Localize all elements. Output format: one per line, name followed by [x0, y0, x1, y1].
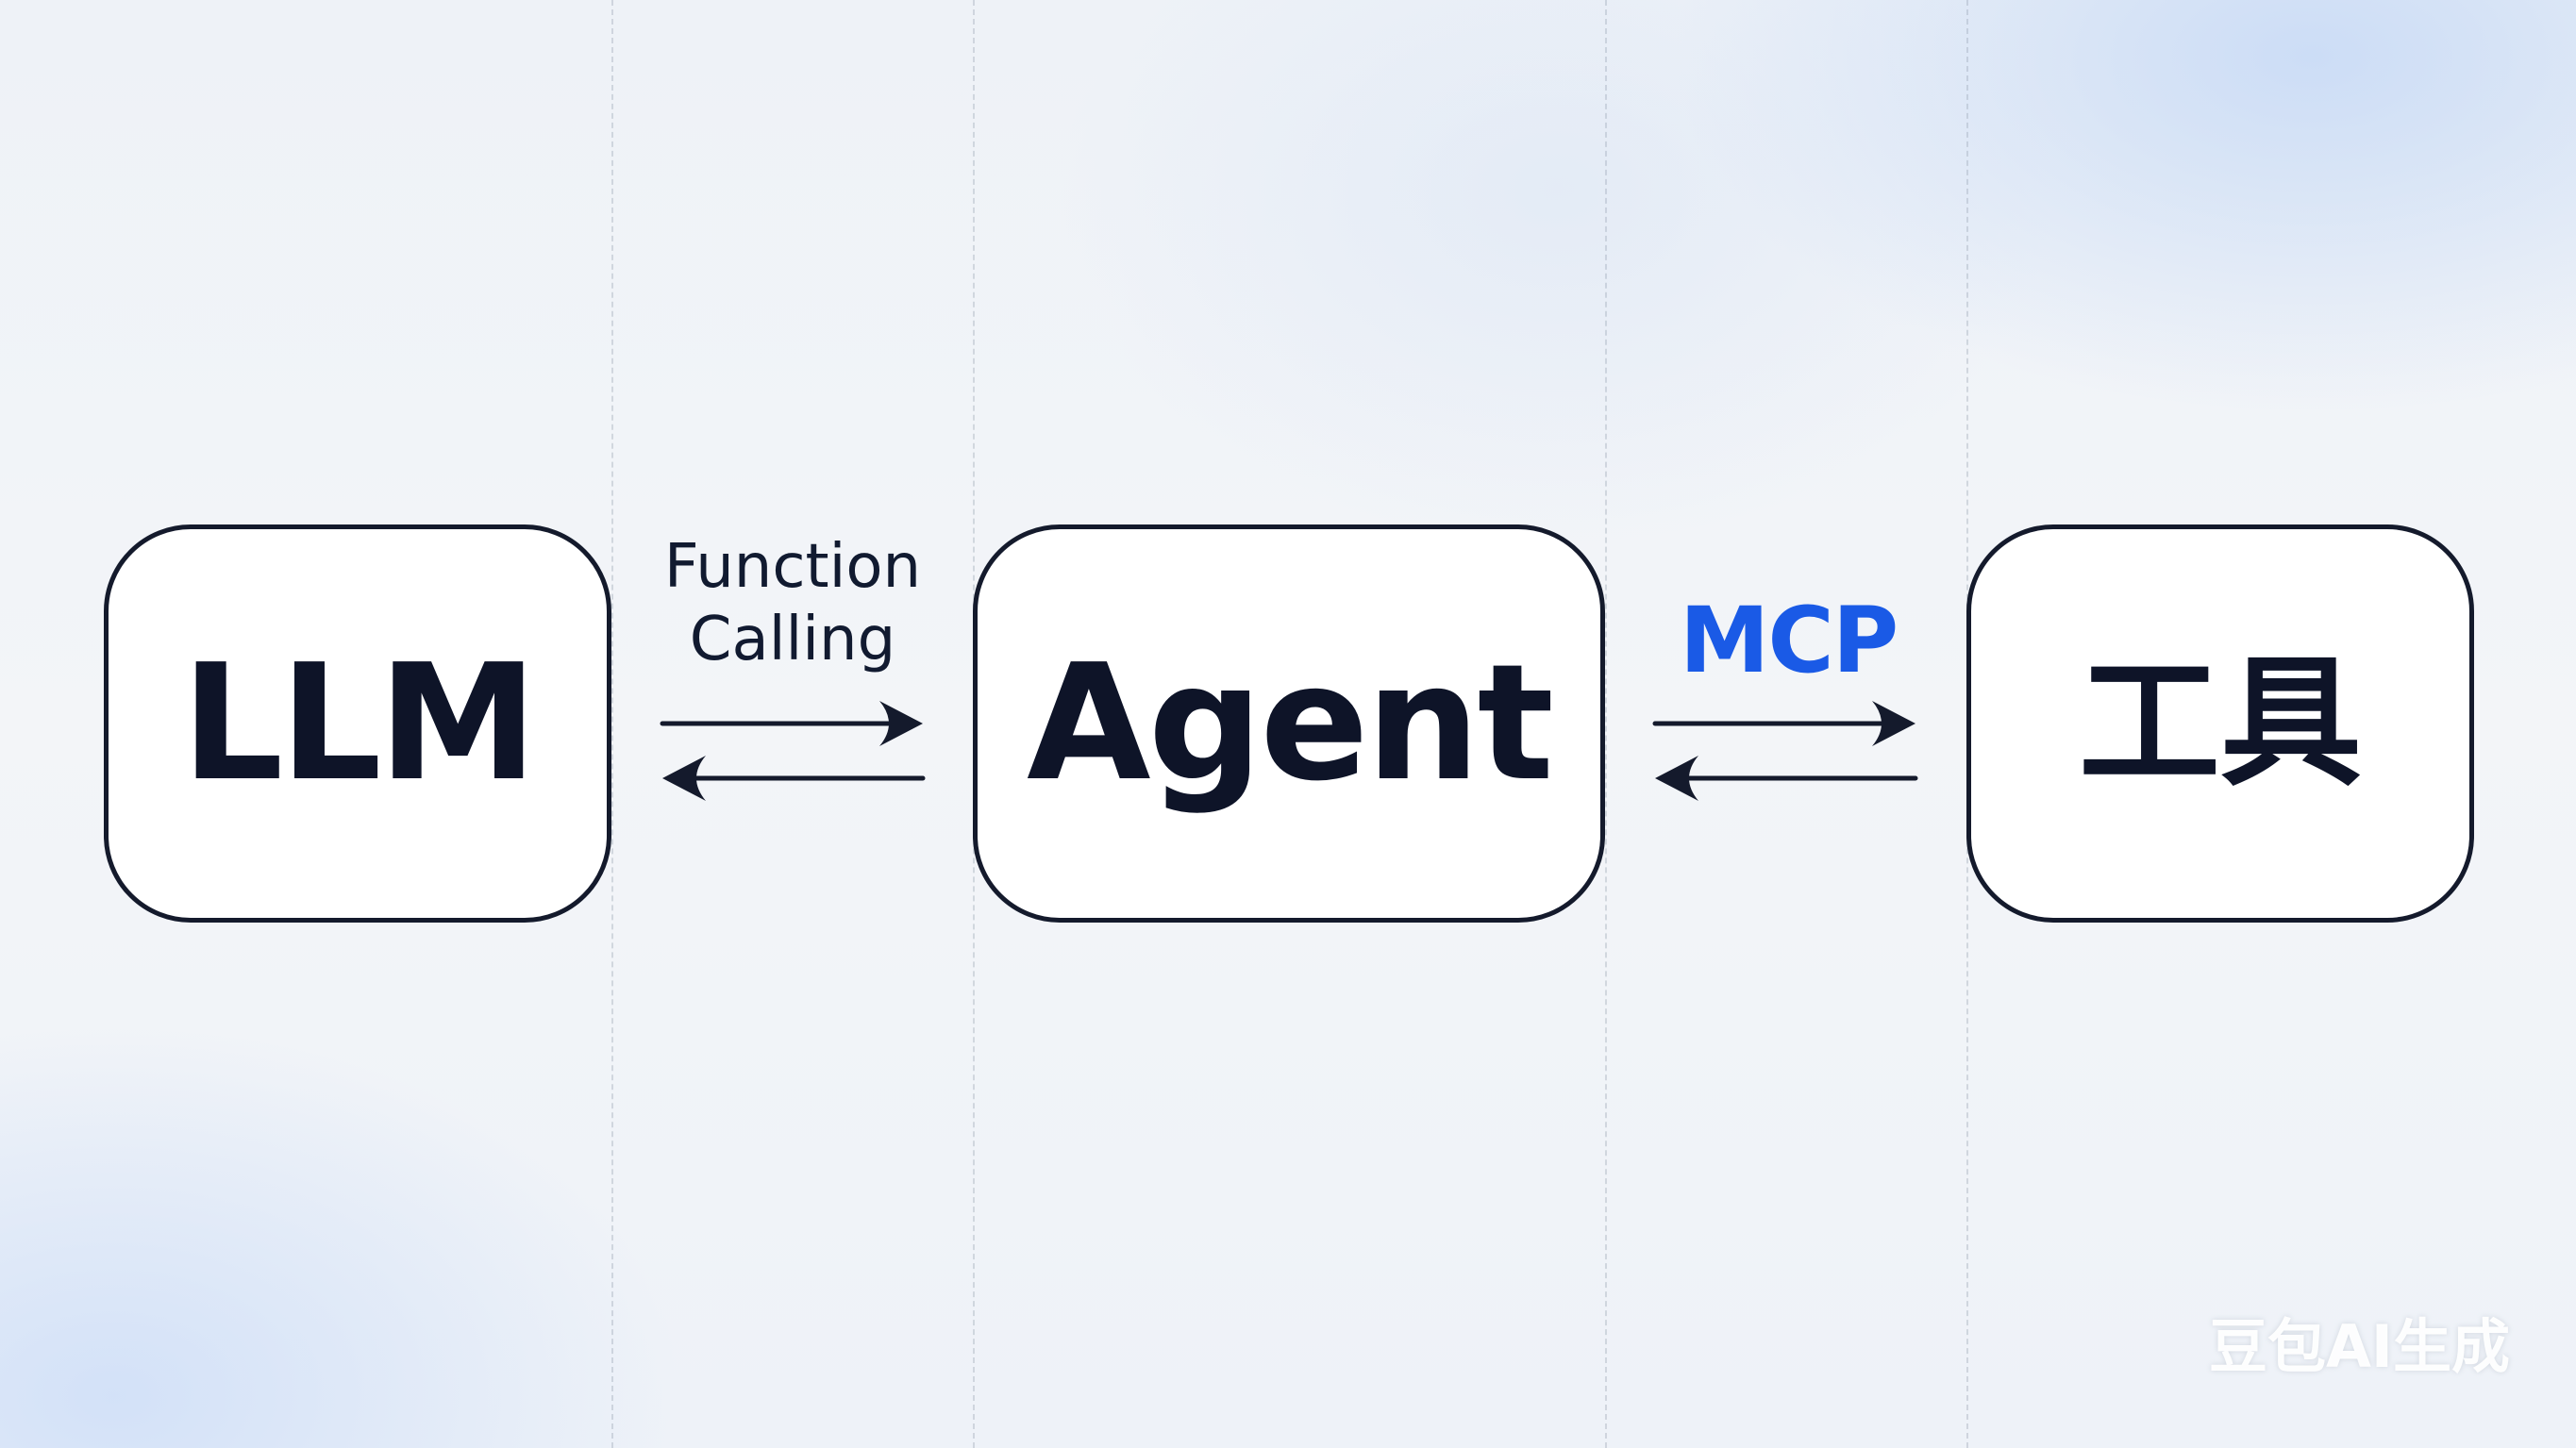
tool-node-label: 工具 [2078, 641, 2362, 806]
mcp-label: MCP [1679, 588, 1899, 693]
llm-to-agent-arrow [660, 701, 923, 746]
llm-node-label: LLM [181, 630, 538, 817]
agent-node: Agent [973, 524, 1605, 923]
function-calling-line1: Function [663, 532, 922, 602]
agent-to-tool-arrow [1652, 701, 1915, 746]
agent-to-llm-arrow [662, 756, 926, 801]
column-divider [611, 0, 613, 1448]
tool-to-agent-arrow [1655, 756, 1918, 801]
function-calling-line2: Calling [689, 604, 896, 674]
tool-node: 工具 [1966, 524, 2474, 923]
agent-node-label: Agent [1027, 630, 1554, 817]
llm-node: LLM [104, 524, 611, 923]
watermark: 豆包AI生成 [2208, 1312, 2510, 1381]
column-divider [1605, 0, 1607, 1448]
function-calling-label: Function Calling [651, 531, 934, 676]
